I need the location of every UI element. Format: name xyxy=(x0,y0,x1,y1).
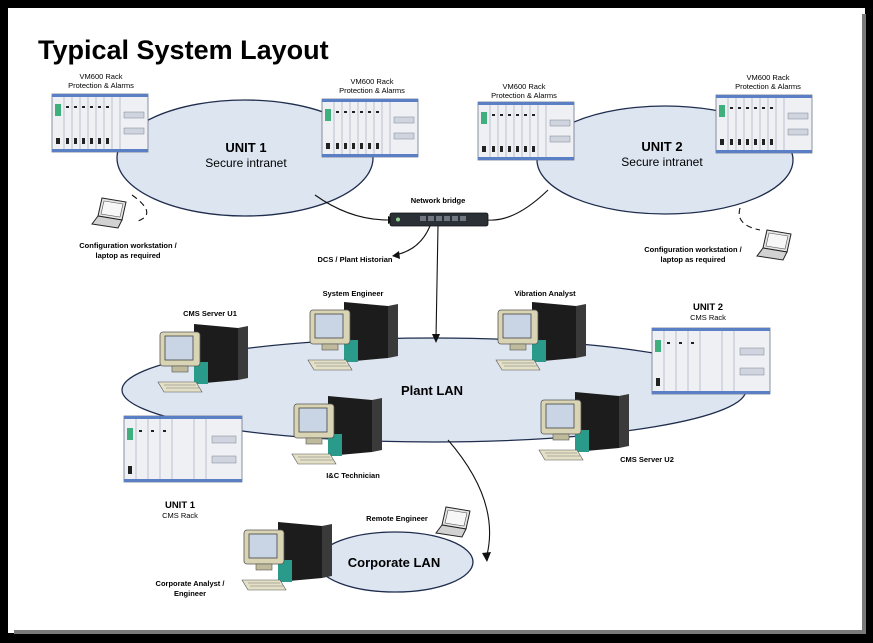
unit1-intranet-cloud xyxy=(116,99,374,217)
rack-label-3-line1: VM600 Rack xyxy=(503,82,546,91)
unit2-intranet-title: UNIT 2 xyxy=(641,139,682,154)
config-ws-right-line1: Configuration workstation / xyxy=(644,245,742,254)
rack-label-1-line2: Protection & Alarms xyxy=(68,81,134,90)
unit2-cms-rack-title: UNIT 2 xyxy=(693,302,723,313)
unit2-cms-rack-subtitle: CMS Rack xyxy=(690,313,726,322)
cms-server-u1-label: CMS Server U1 xyxy=(183,309,237,318)
cms-server-u2-label: CMS Server U2 xyxy=(620,455,674,464)
config-ws-right-line2: laptop as required xyxy=(660,255,725,264)
network-bridge-device xyxy=(389,212,489,227)
corporate-analyst-line1: Corporate Analyst / xyxy=(156,579,226,588)
link-unit2-to-bridge xyxy=(487,189,549,221)
unit2-intranet-subtitle: Secure intranet xyxy=(621,155,703,169)
link-bridge-to-plant-lan xyxy=(435,225,439,339)
rack-label-4-line1: VM600 Rack xyxy=(747,73,790,82)
corporate-analyst-line2: Engineer xyxy=(174,589,206,598)
vibration-analyst-label: Vibration Analyst xyxy=(514,289,576,298)
vm600-rack-1 xyxy=(51,93,149,153)
ic-technician-label: I&C Technician xyxy=(326,471,380,480)
unit1-intranet-subtitle: Secure intranet xyxy=(205,156,287,170)
unit1-cms-rack-subtitle: CMS Rack xyxy=(162,511,198,520)
arrow-plant-lan xyxy=(432,334,440,343)
plant-lan-label: Plant LAN xyxy=(401,383,463,398)
vm600-rack-4 xyxy=(715,94,813,154)
rack-label-2-line2: Protection & Alarms xyxy=(339,86,405,95)
rack-label-2-line1: VM600 Rack xyxy=(351,77,394,86)
network-bridge-label: Network bridge xyxy=(411,196,466,205)
arrow-corporate-lan xyxy=(482,552,491,562)
config-ws-left-line1: Configuration workstation / xyxy=(79,241,177,250)
config-ws-left-line2: laptop as required xyxy=(95,251,160,260)
page-title: Typical System Layout xyxy=(38,35,329,65)
remote-engineer-label: Remote Engineer xyxy=(366,514,428,523)
link-laptop-unit2 xyxy=(738,207,761,231)
vm600-rack-2 xyxy=(321,98,419,158)
dcs-label: DCS / Plant Historian xyxy=(317,255,392,264)
rack-label-4-line2: Protection & Alarms xyxy=(735,82,801,91)
arrow-dcs xyxy=(392,251,400,259)
vm600-rack-3 xyxy=(477,101,575,161)
corporate-lan-label: Corporate LAN xyxy=(348,555,440,570)
rack-label-1-line1: VM600 Rack xyxy=(80,72,123,81)
link-plant-lan-to-corporate-lan xyxy=(447,439,491,556)
link-laptop-unit1 xyxy=(131,194,148,223)
unit2-cms-rack xyxy=(651,327,771,395)
unit1-cms-rack-title: UNIT 1 xyxy=(165,500,196,511)
rack-label-3-line2: Protection & Alarms xyxy=(491,91,557,100)
link-unit1-to-bridge xyxy=(314,194,389,221)
page-shadow-bottom xyxy=(14,630,866,634)
page-shadow-right xyxy=(862,14,866,633)
system-engineer-label: System Engineer xyxy=(323,289,384,298)
unit1-cms-rack xyxy=(123,415,243,483)
unit1-intranet-title: UNIT 1 xyxy=(225,140,266,155)
